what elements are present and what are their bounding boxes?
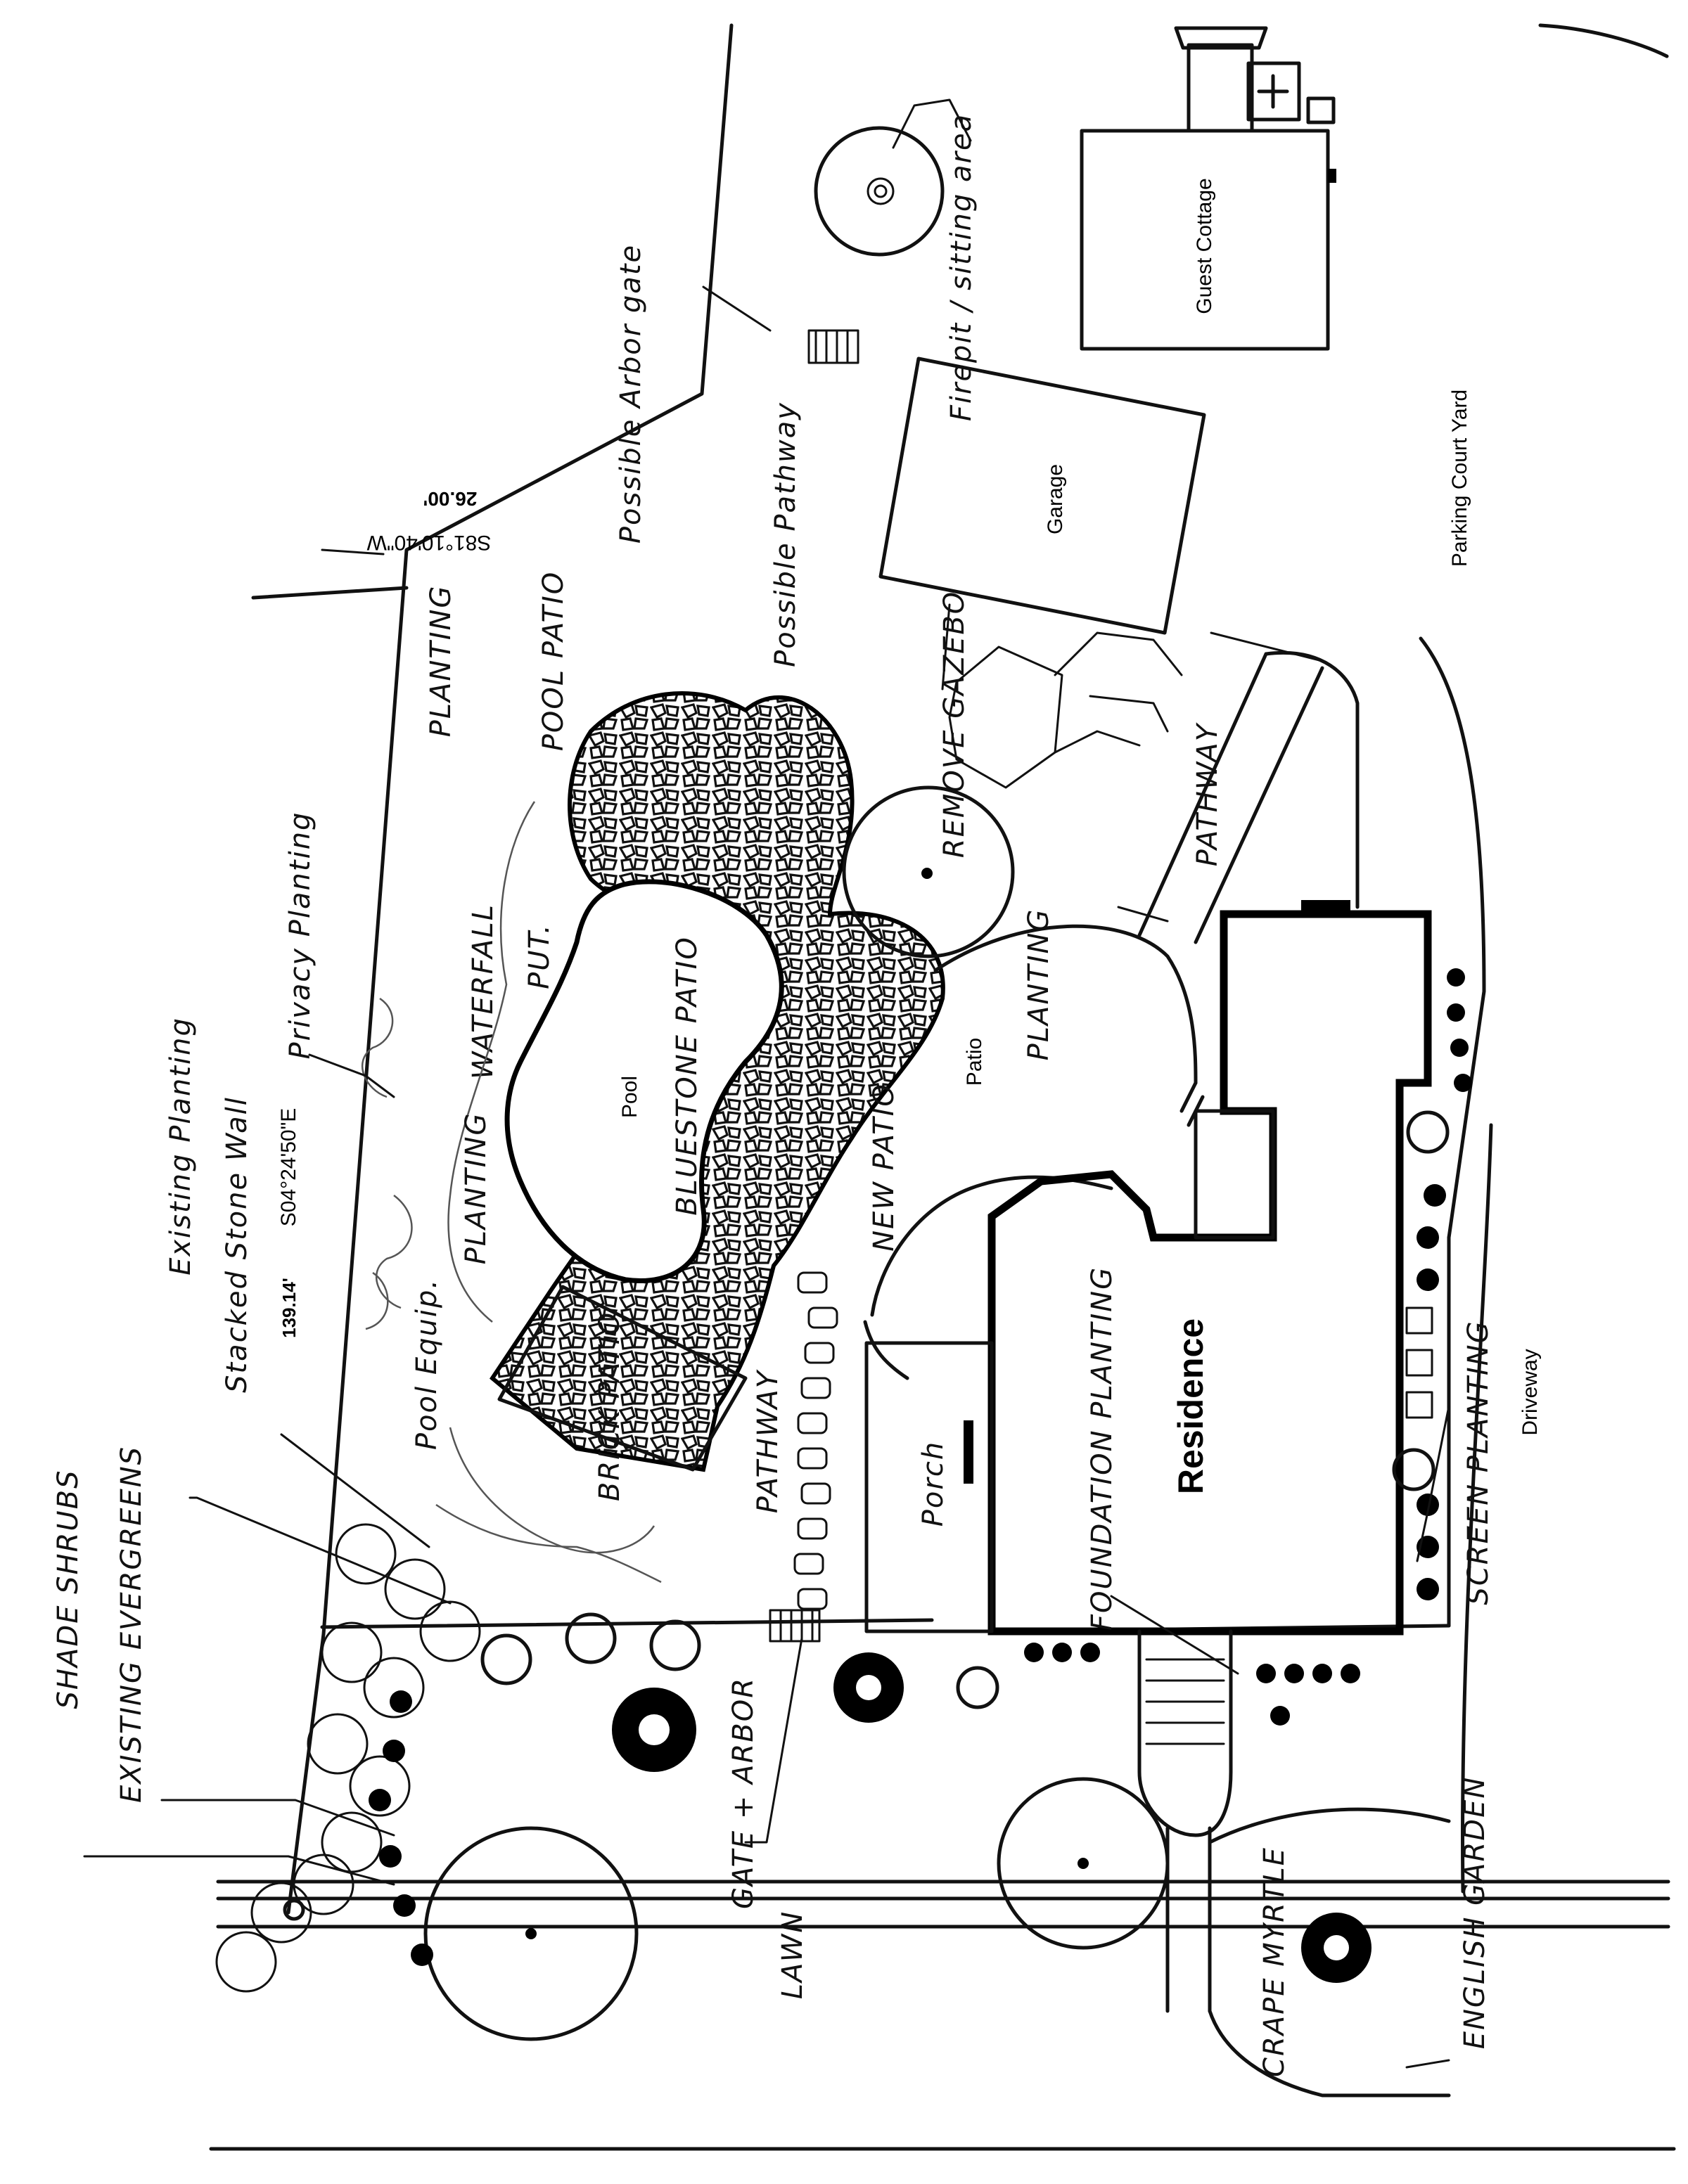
brick-patio-annotation: BRICK PATIO xyxy=(594,1311,626,1501)
new-patio-annotation: NEW PATIO xyxy=(868,1083,900,1252)
planting-pool-annotation: PLANTING xyxy=(460,1112,492,1265)
property-lines xyxy=(209,23,1676,2151)
pool: Pool xyxy=(504,879,784,1283)
arbor-gate-symbol xyxy=(702,285,859,364)
possible-pathway-annotation: Possible Pathway xyxy=(769,402,802,667)
waterfall-annotation: WATERFALL xyxy=(467,904,499,1079)
parking-court-yard-label: Parking Court Yard xyxy=(1448,390,1471,567)
screen-planting-shrubs xyxy=(1405,968,1472,1600)
survey-bearing-left: S04°24'50"E xyxy=(277,1108,300,1227)
bluestone-patio-annotation: BLUESTONE PATIO xyxy=(671,936,703,1216)
screen-planting-annotation: SCREEN PLANTING xyxy=(1462,1320,1495,1605)
planting-patio-annotation: PLANTING xyxy=(1023,908,1055,1061)
leader-lines xyxy=(83,1053,1450,2069)
english-garden-annotation: ENGLISH GARDEN xyxy=(1459,1776,1491,2050)
pool-equip-annotation: Pool Equip. xyxy=(411,1278,443,1450)
garage: Garage xyxy=(878,356,1206,635)
survey-distance-top: 26.00' xyxy=(423,488,478,510)
driveway-label: Driveway xyxy=(1518,1349,1542,1435)
gate-arbor-symbol xyxy=(769,1609,821,1643)
existing-planting-annotation: Existing Planting xyxy=(165,1017,197,1276)
gate-arbor-annotation: GATE + ARBOR xyxy=(727,1677,760,1909)
pathway-east xyxy=(1117,631,1360,944)
existing-evergreens-annotation: EXISTING EVERGREENS xyxy=(115,1446,148,1803)
firepit-annotation: Firepit / sitting area xyxy=(945,113,978,421)
stacked-stone-wall-annotation: Stacked Stone Wall xyxy=(221,1096,253,1393)
pathway-west-annotation: PATHWAY xyxy=(752,1368,784,1513)
brick-patio xyxy=(497,1285,748,1472)
planting-top-annotation: PLANTING xyxy=(425,585,457,738)
porch: Porch xyxy=(864,1341,994,1633)
patio-circle xyxy=(842,785,1198,1380)
entry-walk xyxy=(1137,1629,1451,2098)
guest-cottage: Guest Cottage xyxy=(1080,26,1336,351)
survey-bearing-top: S81°10'40"W xyxy=(366,531,491,554)
crape-myrtle-annotation: CRAPE MYRTLE xyxy=(1258,1846,1291,2077)
pathway-east-annotation: PATHWAY xyxy=(1191,721,1224,866)
residence: Residence xyxy=(964,900,1432,1636)
crape-myrtle xyxy=(1301,1913,1372,1983)
patio-label: Patio xyxy=(963,1038,986,1086)
shade-shrub-circles xyxy=(215,1523,481,1993)
dense-tree-symbols xyxy=(612,1652,904,1772)
lawn-annotation: LAWN xyxy=(776,1910,809,1999)
firepit: Firepit / sitting area xyxy=(814,98,978,421)
privacy-planting-sketch xyxy=(361,801,662,1584)
shade-shrubs-annotation: SHADE SHRUBS xyxy=(52,1470,84,1709)
garage-label: Garage xyxy=(1044,464,1067,534)
existing-evergreens xyxy=(369,1690,433,1966)
porch-label: Porch xyxy=(917,1441,950,1527)
guest-cottage-label: Guest Cottage xyxy=(1193,178,1216,314)
pool-patio-annotation: POOL PATIO xyxy=(537,571,570,751)
stepping-stones xyxy=(793,1271,838,1610)
remove-gazebo-annotation: REMOVE GAZEBO xyxy=(938,591,971,858)
residence-label: Residence xyxy=(1171,1318,1210,1494)
gazebo-area xyxy=(941,603,1183,789)
lawn-trees xyxy=(423,1777,1170,2041)
privacy-planting-annotation: Privacy Planting xyxy=(284,811,316,1060)
wheel-shrubs xyxy=(480,1110,1450,1709)
survey-distance-left: 139.14' xyxy=(279,1278,300,1338)
foundation-shrubs xyxy=(1024,1643,1360,1726)
pool-label: Pool xyxy=(618,1076,641,1118)
possible-arbor-gate-annotation: Possible Arbor gate xyxy=(615,244,647,544)
put-annotation: PUT. xyxy=(523,923,556,989)
foundation-planting-annotation: FOUNDATION PLANTING xyxy=(1086,1266,1118,1631)
